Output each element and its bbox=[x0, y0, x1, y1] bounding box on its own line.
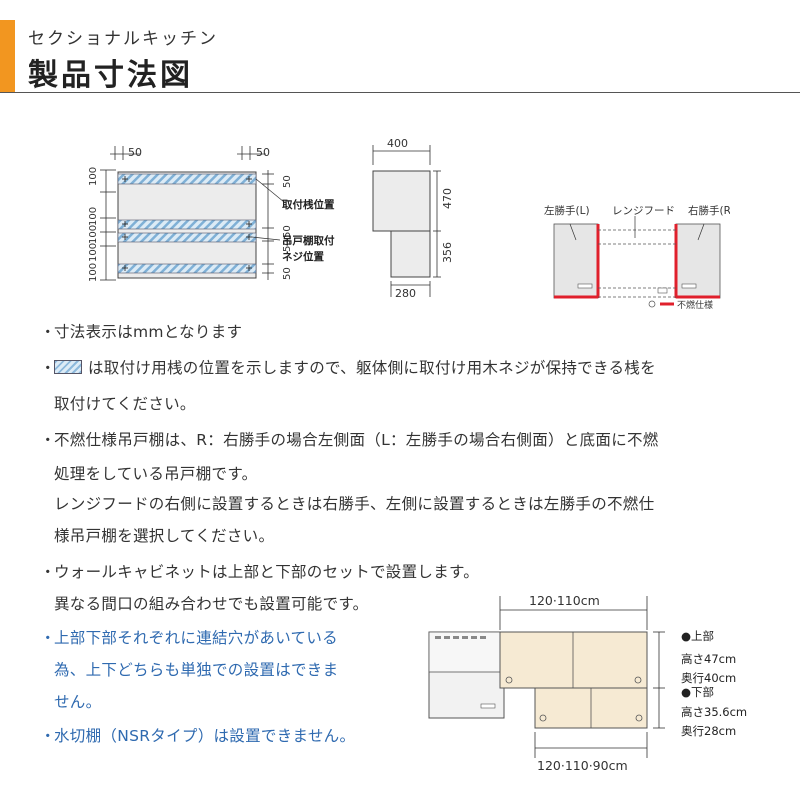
dim-height-lower: 356 bbox=[441, 242, 454, 263]
dim-left-5: 100 bbox=[88, 263, 99, 282]
dim-top-left: 50 bbox=[128, 146, 142, 159]
note-line: ・上部下部それぞれに連結穴があいている bbox=[40, 629, 338, 647]
note-line: ・ウォールキャビネットは上部と下部のセットで設置します。 bbox=[40, 563, 480, 581]
wall-cabinet-diagram: 120·110cm 120·110·90cm ●上部 高さ47cm 奥行40cm… bbox=[428, 593, 747, 773]
label-left-hand: 左勝手(L) bbox=[544, 204, 590, 217]
lower-title: ●下部 bbox=[681, 685, 714, 699]
upper-depth: 奥行40cm bbox=[681, 671, 736, 685]
legend-nonflammable: 不燃仕様 bbox=[677, 299, 713, 311]
dim-right-3: 50 bbox=[282, 239, 293, 252]
label-right-hand: 右勝手(R) bbox=[688, 204, 730, 217]
dim-right-1: 50 bbox=[282, 175, 293, 188]
label-rail-position: 取付桟位置 bbox=[282, 198, 335, 211]
header-divider bbox=[0, 92, 800, 93]
page-title: 製品寸法図 bbox=[28, 58, 193, 93]
lower-depth: 奥行28cm bbox=[681, 724, 736, 738]
note-line: 為、上下どちらも単独での設置はできま bbox=[54, 661, 339, 679]
note-line: 様吊戸棚を選択してください。 bbox=[54, 527, 275, 545]
dim-left-3: 100 bbox=[88, 225, 99, 244]
dim-height-upper: 470 bbox=[441, 188, 454, 209]
label-screw-position-2: ネジ位置 bbox=[282, 250, 324, 263]
note-line: ・不燃仕様吊戸棚は、R：右勝手の場合左側面（L：左勝手の場合右側面）と底面に不燃 bbox=[40, 431, 659, 449]
dim-left-2: 100 bbox=[88, 207, 99, 226]
dim-right-2: 50 bbox=[282, 225, 293, 238]
side-upper-box bbox=[372, 170, 431, 232]
side-view-diagram: 400 470 356 280 bbox=[372, 137, 454, 300]
note-line: ・水切棚（NSRタイプ）は設置できません。 bbox=[40, 727, 356, 745]
page-subtitle: セクショナルキッチン bbox=[28, 29, 218, 49]
side-lower-box bbox=[390, 230, 431, 278]
note-line: レンジフードの右側に設置するときは右勝手、左側に設置するときは左勝手の不燃仕 bbox=[54, 495, 655, 513]
note-line: 取付けてください。 bbox=[54, 395, 196, 413]
rail-swatch-icon bbox=[54, 360, 82, 374]
lower-height: 高さ35.6cm bbox=[681, 705, 747, 719]
header-accent-bar bbox=[0, 20, 15, 92]
dim-top-width: 120·110cm bbox=[529, 593, 600, 608]
rail-hatch bbox=[117, 173, 257, 185]
label-range-hood: レンジフード bbox=[612, 205, 675, 217]
rail-hatch bbox=[117, 232, 257, 243]
note-line: ・寸法表示はmmとなります bbox=[40, 323, 243, 341]
dim-width-bottom: 280 bbox=[395, 287, 416, 300]
note-line: 異なる間口の組み合わせでも設置可能です。 bbox=[54, 595, 369, 613]
note-line: ・は取付け用桟の位置を示しますので、躯体側に取付け用木ネジが保持できる桟を bbox=[40, 359, 656, 377]
upper-cabinet bbox=[499, 631, 648, 689]
front-view-diagram: 50 50 100 100 100 100 100 50 50 50 50 取 bbox=[88, 146, 335, 282]
note-line: せん。 bbox=[54, 693, 102, 711]
hand-diagram: 左勝手(L) レンジフード 右勝手(R) 不燃仕様 bbox=[544, 204, 730, 311]
rail-hatch bbox=[117, 263, 257, 274]
dim-right-4: 50 bbox=[282, 267, 293, 280]
rail-hatch bbox=[117, 219, 257, 230]
upper-height: 高さ47cm bbox=[681, 652, 736, 666]
label-screw-position-1: 吊戸棚取付 bbox=[282, 234, 335, 247]
dim-width-top: 400 bbox=[387, 137, 408, 150]
note-line: 処理をしている吊戸棚です。 bbox=[54, 465, 258, 483]
dim-left-4: 100 bbox=[88, 243, 99, 262]
dim-bottom-width: 120·110·90cm bbox=[537, 758, 628, 773]
dim-left-1: 100 bbox=[88, 167, 99, 186]
dim-top-right: 50 bbox=[256, 146, 270, 159]
upper-title: ●上部 bbox=[681, 629, 714, 643]
